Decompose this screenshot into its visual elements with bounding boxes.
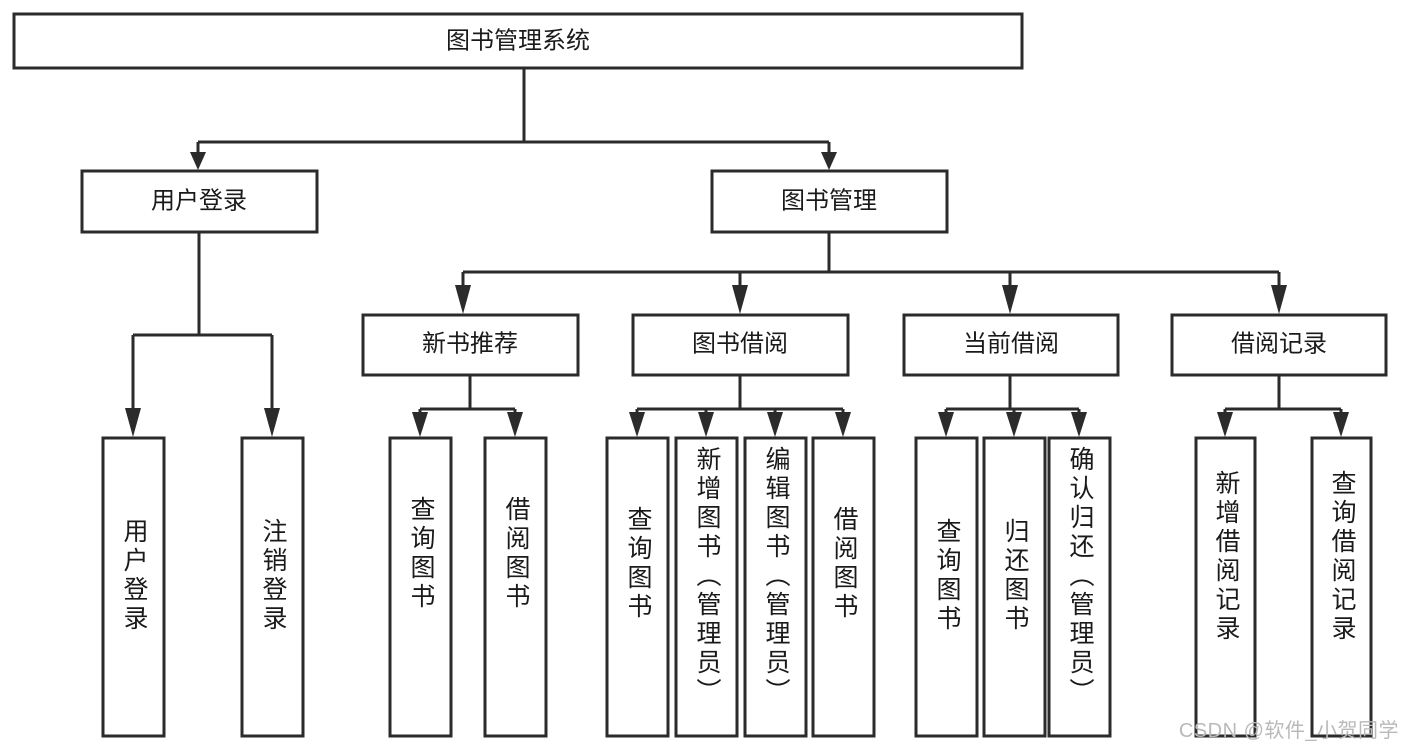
node-borrow-record[interactable]: 借阅记录: [1170, 313, 1388, 377]
node-box[interactable]: [12, 12, 1024, 70]
arrow-icon: [938, 412, 954, 437]
node-current-borrow[interactable]: 当前借阅: [902, 313, 1120, 377]
arrow-icon: [1333, 412, 1349, 437]
node-box[interactable]: [80, 169, 319, 234]
arrow-icon: [455, 285, 471, 314]
node-label: 当前借阅: [963, 330, 1059, 357]
arrow-icon: [821, 152, 837, 170]
leaf-box-logout-login[interactable]: [240, 436, 305, 738]
connector-root-to-level2: [190, 68, 837, 170]
leaf-box-query-book-2[interactable]: [605, 436, 670, 738]
leaf-boxes: [101, 436, 1373, 738]
node-label: 图书管理系统: [446, 27, 590, 54]
arrow-icon: [1071, 412, 1087, 437]
arrow-icon: [1002, 285, 1018, 314]
arrow-icon: [412, 412, 428, 437]
connector-newbook-to-leaves: [412, 375, 523, 437]
arrow-icon: [835, 412, 851, 437]
connector-bookmgmt-to-level3: [455, 232, 1287, 314]
connector-bookborrow-to-leaves: [629, 375, 851, 437]
node-label: 图书借阅: [692, 330, 788, 357]
node-book-management[interactable]: 图书管理: [710, 169, 949, 234]
arrow-icon: [507, 412, 523, 437]
leaf-box-borrow-book-1[interactable]: [483, 436, 548, 738]
node-label: 用户登录: [151, 187, 247, 214]
leaf-box-add-record[interactable]: [1194, 436, 1257, 738]
arrow-icon: [1006, 412, 1022, 437]
leaf-box-add-book[interactable]: [674, 436, 739, 738]
arrow-icon: [732, 285, 748, 314]
arrow-icon: [264, 408, 280, 437]
arrow-icon: [698, 412, 714, 437]
leaf-box-edit-book[interactable]: [743, 436, 808, 738]
arrow-icon: [125, 408, 141, 437]
connector-borrowrecord-to-leaves: [1217, 375, 1349, 437]
connector-userlogin-to-leaves: [125, 232, 280, 437]
arrow-icon: [1271, 285, 1287, 314]
node-label: 借阅记录: [1231, 330, 1327, 357]
node-root[interactable]: 图书管理系统: [12, 12, 1024, 70]
leaf-box-borrow-book-2[interactable]: [811, 436, 876, 738]
leaf-box-user-login[interactable]: [101, 436, 166, 738]
node-label: 新书推荐: [422, 330, 518, 357]
node-new-book-recommend[interactable]: 新书推荐: [361, 313, 580, 377]
node-box[interactable]: [1170, 313, 1388, 377]
arrow-icon: [1217, 412, 1233, 437]
node-box[interactable]: [902, 313, 1120, 377]
arrow-icon: [629, 412, 645, 437]
leaf-box-confirm-return[interactable]: [1047, 436, 1112, 738]
node-box[interactable]: [361, 313, 580, 377]
node-user-login[interactable]: 用户登录: [80, 169, 319, 234]
leaf-box-query-book-1[interactable]: [388, 436, 453, 738]
arrow-icon: [767, 412, 783, 437]
leaf-box-return-book[interactable]: [982, 436, 1047, 738]
node-book-borrow[interactable]: 图书借阅: [631, 313, 850, 377]
node-box[interactable]: [631, 313, 850, 377]
node-box[interactable]: [710, 169, 949, 234]
connector-currentborrow-to-leaves: [938, 375, 1087, 437]
arrow-icon: [190, 152, 206, 170]
node-label: 图书管理: [781, 187, 877, 214]
watermark-text: CSDN @软件_小贺同学: [1178, 720, 1399, 742]
leaf-box-query-record[interactable]: [1310, 436, 1373, 738]
leaf-box-query-book-3[interactable]: [914, 436, 979, 738]
